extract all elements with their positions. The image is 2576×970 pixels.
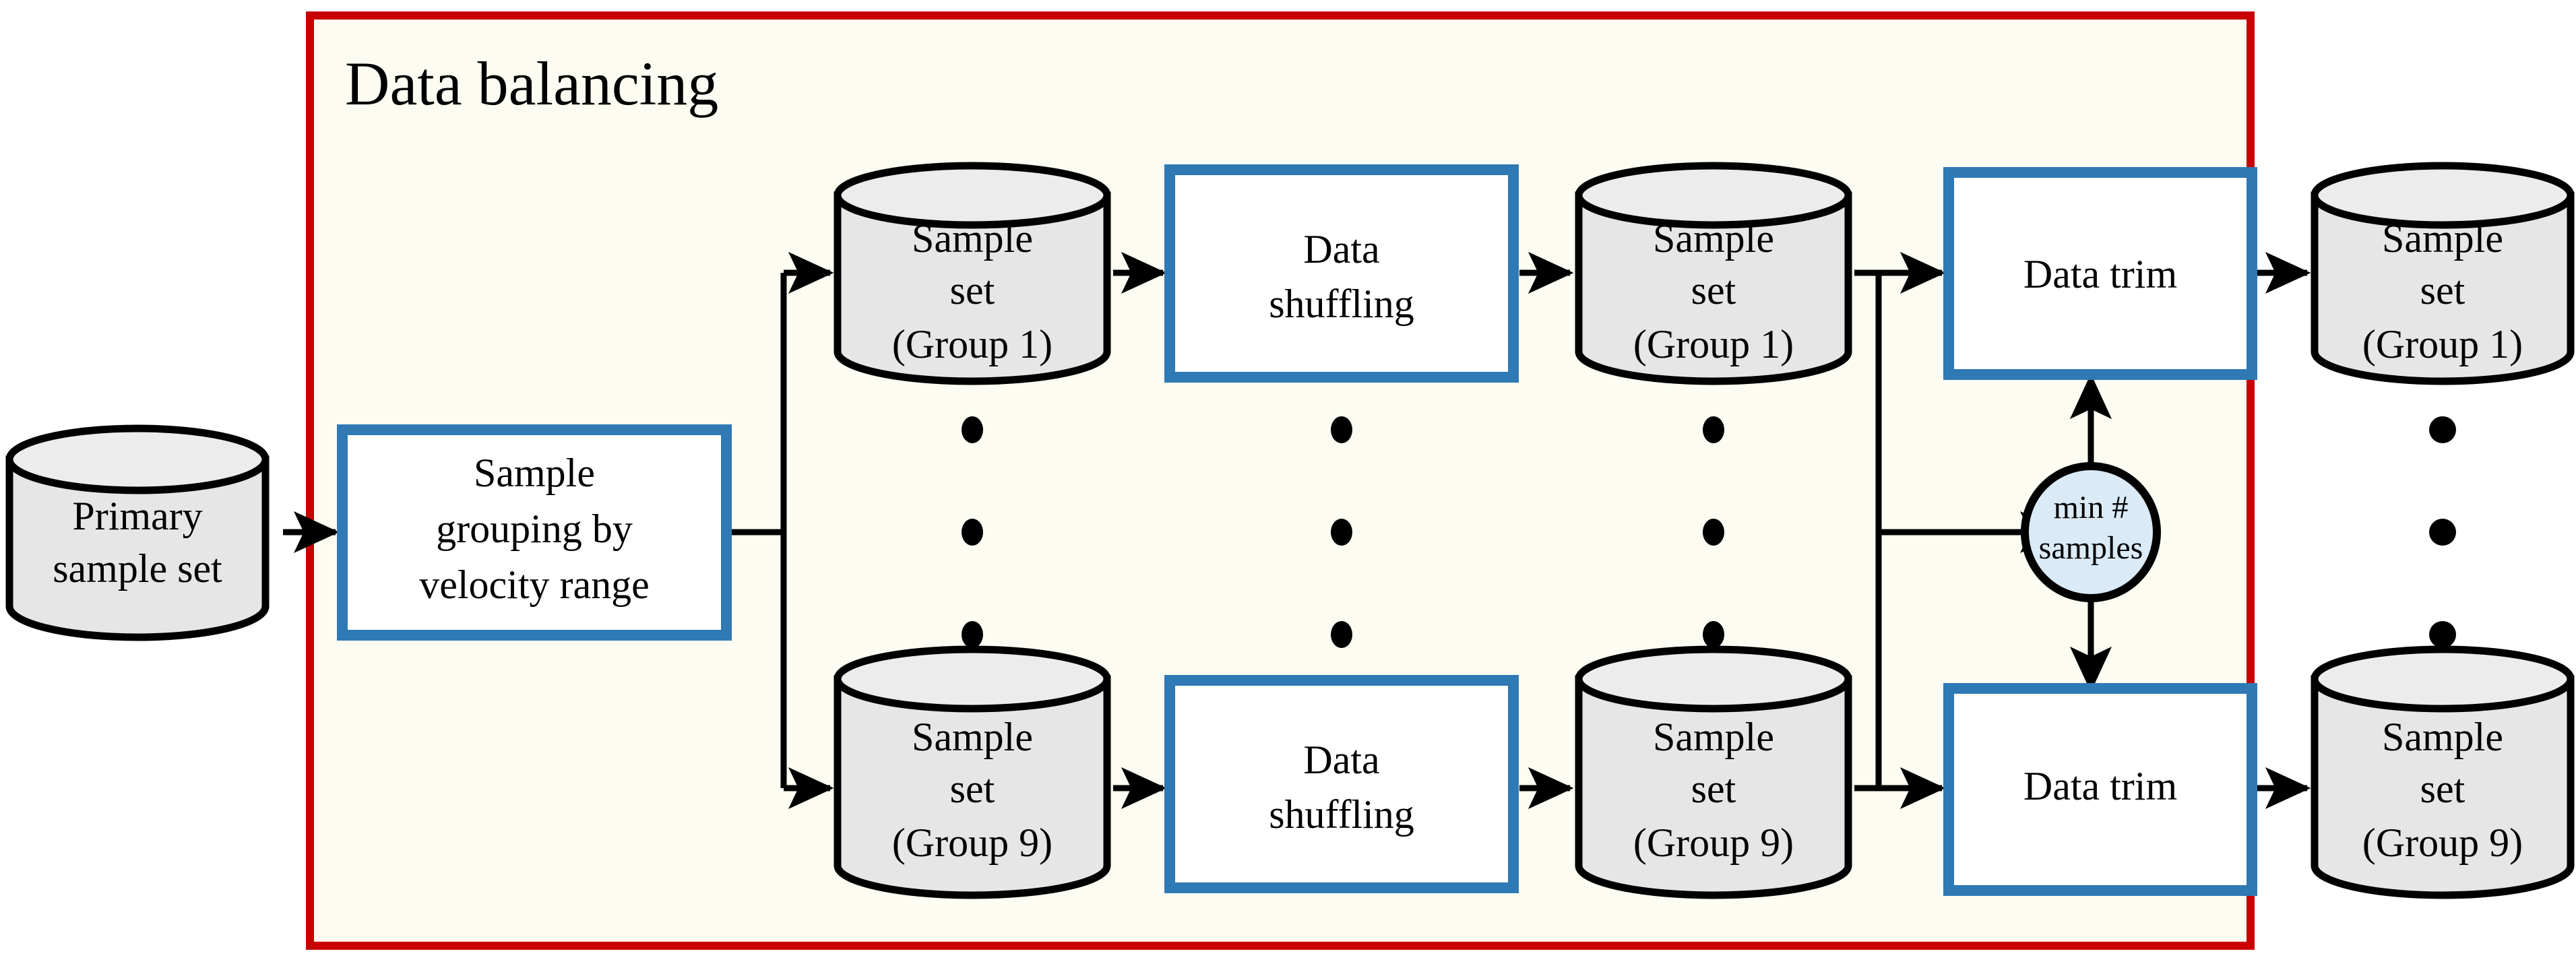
data-trim-bottom-label: Data trim bbox=[2023, 764, 2177, 808]
cylinder-top bbox=[834, 645, 1111, 713]
cylinder-body bbox=[1575, 191, 1852, 385]
output-group-1-line-2: set bbox=[2420, 268, 2465, 313]
min-samples-line-2: samples bbox=[2039, 530, 2143, 566]
data-shuffling-bottom-line-1: Data bbox=[1303, 738, 1379, 782]
ellipsis-dot bbox=[1331, 621, 1352, 648]
node-grouped-set-group-9[interactable]: Sample set (Group 9) bbox=[834, 645, 1111, 899]
output-group-9-line-3: (Group 9) bbox=[2362, 820, 2523, 865]
group-box-title: Data balancing bbox=[345, 49, 718, 118]
ellipsis-dot bbox=[1703, 519, 1724, 546]
shuffled-group-1-line-1: Sample bbox=[1653, 216, 1774, 261]
cylinder-body bbox=[1575, 675, 1852, 899]
sample-grouping-line-1: Sample bbox=[474, 451, 595, 495]
cylinder-top bbox=[834, 162, 1111, 229]
output-ellipsis bbox=[2429, 416, 2456, 648]
shuffled-group-9-line-2: set bbox=[1691, 767, 1736, 811]
min-samples-line-1: min # bbox=[2054, 490, 2129, 525]
ellipsis-dot bbox=[1703, 621, 1724, 648]
grouped-group-1-line-3: (Group 1) bbox=[892, 322, 1053, 366]
data-shuffling-top-line-1: Data bbox=[1303, 227, 1379, 271]
ellipsis-dot bbox=[2429, 519, 2456, 546]
shuffled-group-1-line-3: (Group 1) bbox=[1633, 322, 1794, 366]
data-shuffling-top-line-2: shuffling bbox=[1269, 282, 1414, 326]
primary-sample-set-line-1: Primary bbox=[72, 494, 202, 538]
grouped-group-1-line-1: Sample bbox=[912, 216, 1033, 261]
cylinder-body bbox=[2311, 675, 2575, 899]
cylinder-body bbox=[2311, 191, 2575, 385]
cylinder-top bbox=[1575, 162, 1852, 229]
output-group-1-line-1: Sample bbox=[2382, 216, 2503, 261]
primary-sample-set-line-2: sample set bbox=[53, 546, 222, 591]
ellipsis-dot bbox=[962, 519, 983, 546]
node-sample-grouping[interactable]: Sample grouping by velocity range bbox=[337, 424, 732, 641]
shuffled-group-9-line-1: Sample bbox=[1653, 715, 1774, 759]
process-box bbox=[1943, 167, 2257, 380]
output-group-9-line-1: Sample bbox=[2382, 715, 2503, 759]
grouped-group-9-line-1: Sample bbox=[912, 715, 1033, 759]
node-primary-sample-set[interactable]: Primary sample set bbox=[5, 424, 270, 641]
cylinder-body bbox=[834, 191, 1111, 385]
cylinder-top bbox=[2311, 162, 2575, 229]
node-data-shuffling-top[interactable]: Data shuffling bbox=[1164, 164, 1519, 383]
cylinder-top bbox=[2311, 645, 2575, 713]
cylinder-body bbox=[834, 675, 1111, 899]
sample-grouping-line-2: grouping by bbox=[436, 507, 633, 551]
shuffle-ellipsis bbox=[1331, 416, 1352, 648]
grouped-ellipsis bbox=[962, 416, 983, 648]
output-group-9-line-2: set bbox=[2420, 767, 2465, 811]
sample-grouping-line-3: velocity range bbox=[419, 562, 650, 607]
node-data-shuffling-bottom[interactable]: Data shuffling bbox=[1164, 675, 1519, 893]
ellipsis-dot bbox=[2429, 416, 2456, 443]
process-box bbox=[337, 424, 732, 641]
node-data-trim-top[interactable]: Data trim bbox=[1943, 167, 2257, 380]
process-box bbox=[1164, 164, 1519, 383]
node-data-trim-bottom[interactable]: Data trim bbox=[1943, 683, 2257, 896]
node-output-set-group-9[interactable]: Sample set (Group 9) bbox=[2311, 645, 2575, 899]
process-box bbox=[1164, 675, 1519, 893]
grouped-group-9-line-2: set bbox=[950, 767, 995, 811]
cylinder-top bbox=[1575, 645, 1852, 713]
node-min-samples[interactable]: min # samples bbox=[2021, 462, 2161, 602]
ellipsis-dot bbox=[962, 621, 983, 648]
ellipsis-dot bbox=[1331, 416, 1352, 443]
shuffled-group-9-line-3: (Group 9) bbox=[1633, 820, 1794, 865]
data-shuffling-bottom-line-2: shuffling bbox=[1269, 792, 1414, 837]
process-box bbox=[1943, 683, 2257, 896]
ellipsis-dot bbox=[1331, 519, 1352, 546]
node-output-set-group-1[interactable]: Sample set (Group 1) bbox=[2311, 162, 2575, 385]
ellipsis-dot bbox=[2429, 621, 2456, 648]
shuffled-group-1-line-2: set bbox=[1691, 268, 1736, 313]
grouped-group-9-line-3: (Group 9) bbox=[892, 820, 1053, 865]
cylinder-body bbox=[5, 455, 270, 641]
ellipsis-dot bbox=[1703, 416, 1724, 443]
data-trim-top-label: Data trim bbox=[2023, 252, 2177, 296]
ellipsis-dot bbox=[962, 416, 983, 443]
decision-circle bbox=[2021, 462, 2161, 602]
node-grouped-set-group-1[interactable]: Sample set (Group 1) bbox=[834, 162, 1111, 385]
cylinder-top bbox=[5, 424, 270, 494]
grouped-group-1-line-2: set bbox=[950, 268, 995, 313]
node-shuffled-set-group-1[interactable]: Sample set (Group 1) bbox=[1575, 162, 1852, 385]
edge-layer bbox=[283, 251, 2311, 810]
node-shuffled-set-group-9[interactable]: Sample set (Group 9) bbox=[1575, 645, 1852, 899]
shuffled-ellipsis bbox=[1703, 416, 1724, 648]
output-group-1-line-3: (Group 1) bbox=[2362, 322, 2523, 366]
